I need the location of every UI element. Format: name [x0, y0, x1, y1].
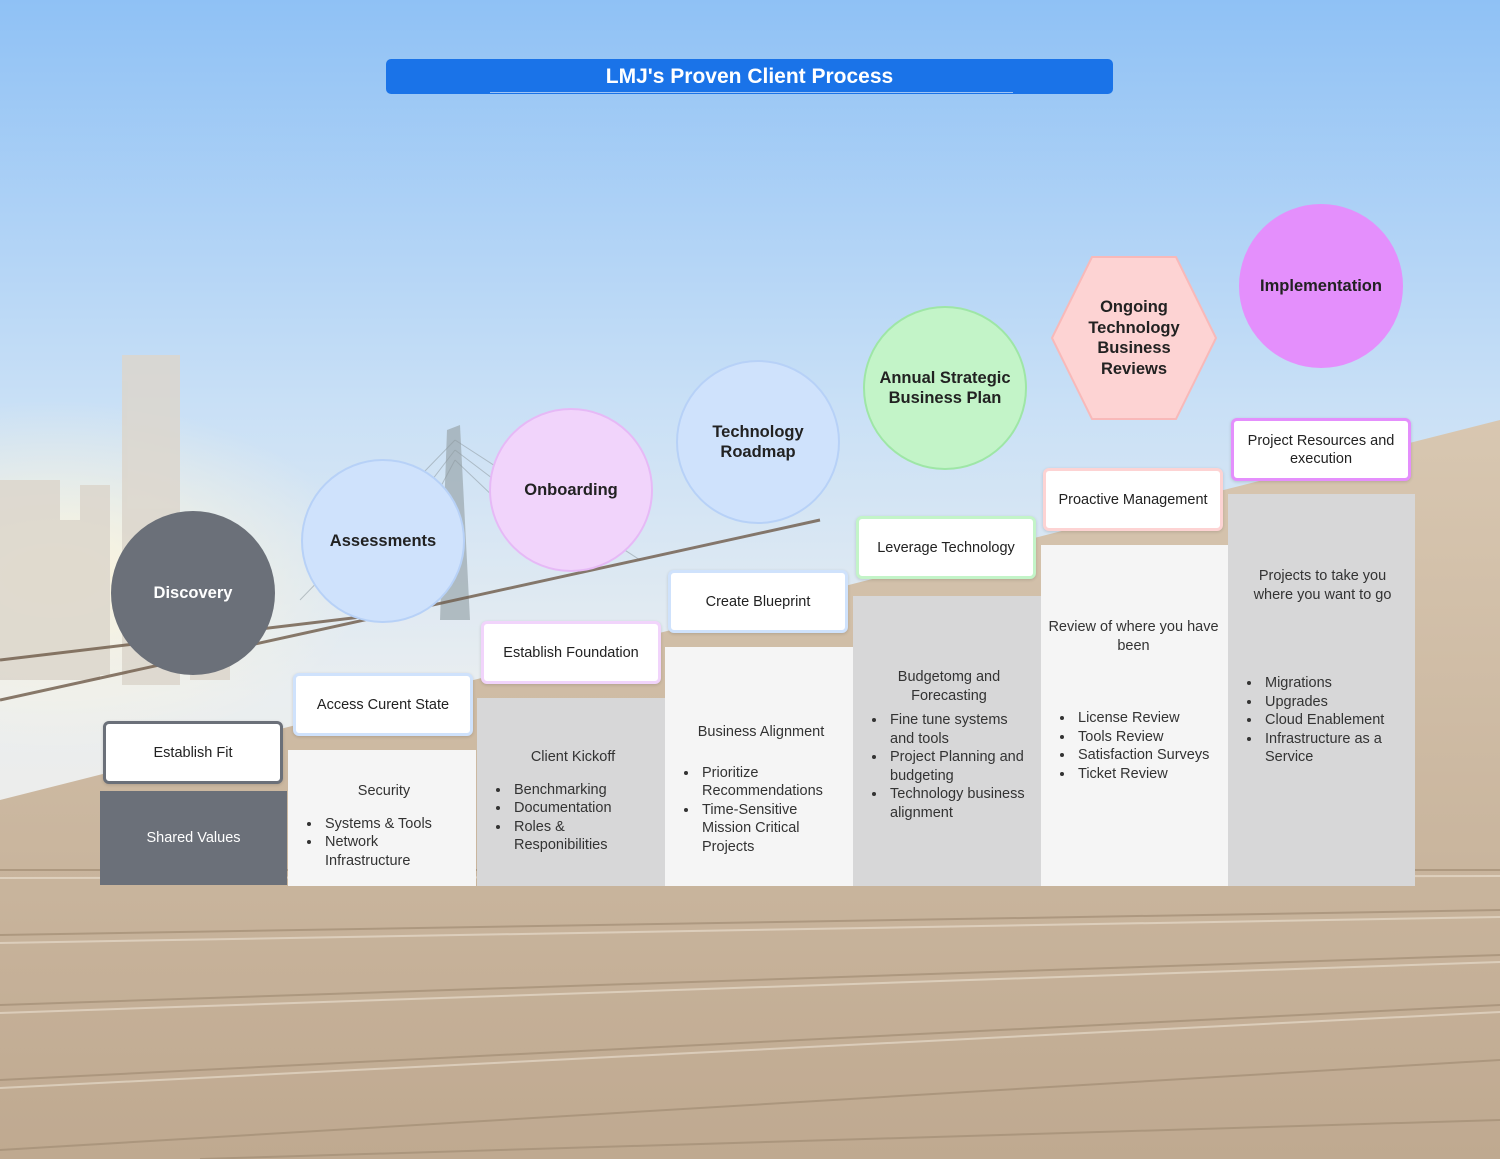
bullet-item: Prioritize Recommendations [699, 764, 843, 801]
step-intro: Shared Values [146, 829, 241, 846]
step-label: Project Resources and execution [1231, 418, 1411, 481]
hexagon-shape [1050, 256, 1218, 420]
step-bullets: Prioritize Recommendations Time-Sensitiv… [679, 764, 843, 857]
bullet-item: Benchmarking [511, 781, 655, 800]
bullet-item: Fine tune systems and tools [887, 711, 1031, 748]
step-panel: Client Kickoff Benchmarking Documentatio… [477, 698, 665, 886]
step-intro: Projects to take you where you want to g… [1253, 568, 1392, 603]
bullet-item: Cloud Enablement [1262, 711, 1411, 730]
stage-circle: Implementation [1239, 204, 1403, 368]
bullet-item: License Review [1075, 709, 1224, 728]
step-label: Establish Foundation [481, 621, 661, 684]
step-intro: Security [357, 783, 411, 799]
bullet-item: Migrations [1262, 674, 1411, 693]
stage-circle: Onboarding [489, 408, 653, 572]
bullet-item: Ticket Review [1075, 765, 1224, 784]
stage-circle: Assessments [301, 459, 465, 623]
step-label: Access Curent State [293, 673, 473, 736]
bullet-item: Satisfaction Surveys [1075, 746, 1224, 765]
step-bullets: License Review Tools Review Satisfaction… [1055, 709, 1224, 783]
stage-hexagon-text: Ongoing Technology Business Reviews [1088, 298, 1180, 378]
bullet-item: Tools Review [1075, 728, 1224, 747]
step-label: Proactive Management [1043, 468, 1223, 531]
bullet-item: Project Planning and budgeting [887, 748, 1031, 785]
step-bullets: Migrations Upgrades Cloud Enablement Inf… [1242, 674, 1411, 767]
step-panel: Projects to take you where you want to g… [1228, 494, 1415, 886]
bullet-item: Infrastructure as a Service [1262, 730, 1411, 767]
step-panel: Security Systems & Tools Network Infrast… [288, 750, 476, 886]
bullet-item: Documentation [511, 799, 655, 818]
step-intro: Business Alignment [697, 724, 825, 740]
step-bullets: Benchmarking Documentation Roles & Respo… [491, 781, 655, 855]
bullet-item: Network Infrastructure [322, 833, 466, 870]
stage-hexagon: Ongoing Technology Business Reviews [1050, 255, 1218, 421]
bullet-item: Upgrades [1262, 693, 1411, 712]
bullet-item: Time-Sensitive Mission Critical Projects [699, 801, 843, 857]
bullet-item: Roles & Responibilities [511, 818, 655, 855]
step-label: Establish Fit [103, 721, 283, 784]
step-panel: Review of where you have been License Re… [1041, 545, 1228, 886]
page-title-text: LMJ's Proven Client Process [605, 65, 894, 88]
step-panel: Business Alignment Prioritize Recommenda… [665, 647, 853, 886]
stage-circle: Annual Strategic Business Plan [863, 306, 1027, 470]
step-bullets: Systems & Tools Network Infrastructure [302, 815, 466, 871]
bullet-item: Systems & Tools [322, 815, 466, 834]
step-panel: Budgetomg and Forecasting Fine tune syst… [853, 596, 1041, 886]
stage-circle: Discovery [111, 511, 275, 675]
step-label: Leverage Technology [856, 516, 1036, 579]
title-underline [490, 92, 1013, 93]
stage-circle: Technology Roadmap [676, 360, 840, 524]
step-panel: Shared Values [100, 791, 287, 885]
step-label: Create Blueprint [668, 570, 848, 633]
step-bullets: Fine tune systems and tools Project Plan… [867, 711, 1031, 822]
step-intro: Client Kickoff [530, 749, 616, 765]
step-intro: Budgetomg and Forecasting [897, 669, 1001, 704]
bullet-item: Technology business alignment [887, 785, 1031, 822]
step-intro: Review of where you have been [1048, 619, 1219, 654]
page-title: LMJ's Proven Client Process [386, 59, 1113, 94]
